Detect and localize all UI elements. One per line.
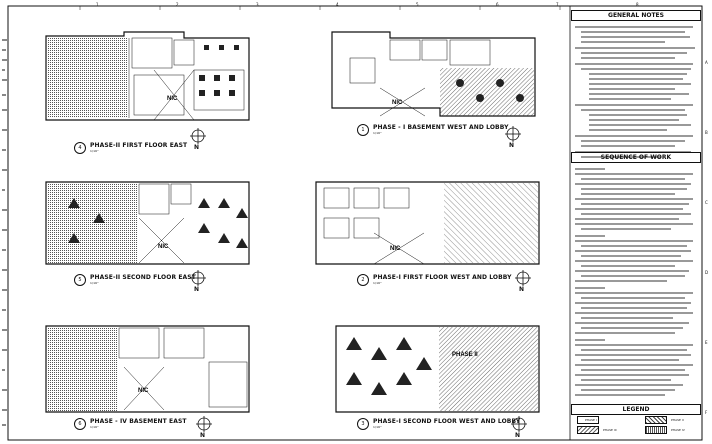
legend-label: PHASE III xyxy=(603,428,617,432)
plan-number-badge: 6 xyxy=(74,418,86,430)
legend-swatch-phase-4 xyxy=(645,426,667,434)
nic-label: NIC xyxy=(138,388,149,394)
north-label: N xyxy=(194,144,200,151)
legend-swatch-phase-2 xyxy=(645,416,667,424)
legend-label: PHASE I xyxy=(585,418,597,422)
sequence-text-block xyxy=(575,168,693,396)
floor-plan-5: NIC xyxy=(45,181,250,265)
nic-label: NIC xyxy=(167,96,178,102)
plan-scale: 1/16" xyxy=(373,281,382,285)
north-label: N xyxy=(509,142,515,149)
row-letter: C xyxy=(705,200,708,205)
plan-scale: 1/16" xyxy=(373,131,382,135)
legend-label: PHASE II xyxy=(671,418,684,422)
general-notes-text-block xyxy=(575,26,695,158)
legend-heading: LEGEND xyxy=(571,404,701,415)
plan-number-badge: 4 xyxy=(74,142,86,154)
north-label: N xyxy=(519,286,525,293)
column-number: 7 xyxy=(556,2,559,7)
phase-label: PHASE II xyxy=(452,352,478,358)
column-number: 8 xyxy=(636,2,639,7)
north-label: N xyxy=(515,432,521,439)
plan-scale: 1/16" xyxy=(90,149,99,153)
plan-number-badge: 3 xyxy=(357,418,369,430)
plan-scale: 1/16" xyxy=(373,425,382,429)
column-number: 3 xyxy=(256,2,259,7)
floor-plan-3: PHASE II xyxy=(335,325,540,413)
row-letter: E xyxy=(705,340,708,345)
floor-plan-4: NIC xyxy=(45,31,250,121)
north-label: N xyxy=(194,286,200,293)
north-arrow-icon: N xyxy=(190,128,206,151)
column-number: 2 xyxy=(176,2,179,7)
row-letter: B xyxy=(705,130,708,135)
plan-number-badge: 5 xyxy=(74,274,86,286)
row-letter: A xyxy=(705,60,708,65)
floor-plan-6: NIC xyxy=(45,325,250,413)
north-arrow-icon: N xyxy=(190,270,206,293)
north-label: N xyxy=(200,432,206,439)
plan-number-badge: 1 xyxy=(357,124,369,136)
plan-number-badge: 2 xyxy=(357,274,369,286)
plan-scale: 1/16" xyxy=(90,425,99,429)
sequence-heading: SEQUENCE OF WORK xyxy=(571,152,701,163)
legend-swatch-phase-3 xyxy=(577,426,599,434)
nic-label: NIC xyxy=(158,244,169,250)
column-number: 4 xyxy=(336,2,339,7)
general-notes-heading: GENERAL NOTES xyxy=(571,10,701,21)
floor-plan-1: NIC xyxy=(331,31,536,117)
notes-panel: GENERAL NOTES SEQUENCE OF WORK xyxy=(571,10,701,434)
north-arrow-icon: N xyxy=(505,126,521,149)
legend-swatch-phase-1 xyxy=(577,416,599,424)
legend-label: PHASE IV xyxy=(671,428,685,432)
north-arrow-icon: N xyxy=(196,416,212,439)
row-letter: F xyxy=(705,410,708,415)
north-arrow-icon: N xyxy=(515,270,531,293)
column-number: 6 xyxy=(496,2,499,7)
column-number: 5 xyxy=(416,2,419,7)
plan-scale: 1/16" xyxy=(90,281,99,285)
north-arrow-icon: N xyxy=(511,416,527,439)
column-number: 1 xyxy=(96,2,99,7)
row-letter: D xyxy=(705,270,709,275)
nic-label: NIC xyxy=(392,100,403,106)
nic-label: NIC xyxy=(390,246,401,252)
floor-plan-2: NIC xyxy=(315,181,540,265)
